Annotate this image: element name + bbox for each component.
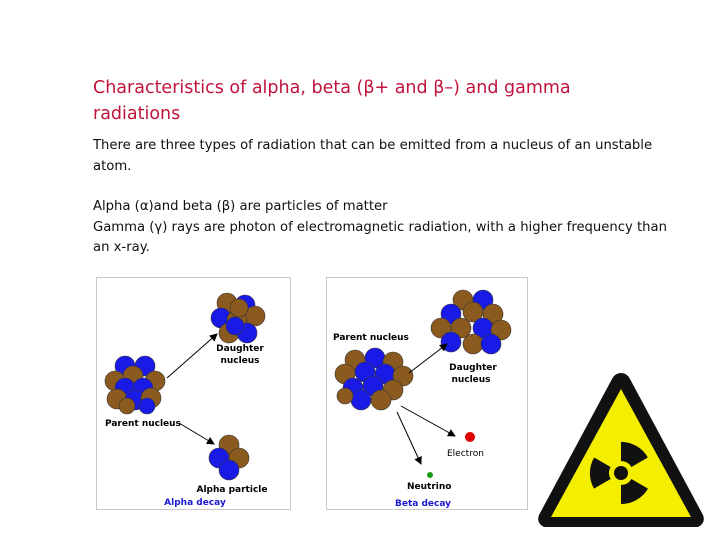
beta-daughter-nucleus (430, 289, 512, 355)
electron-label: Electron (447, 449, 484, 459)
alpha-beta-line: Alpha (α)and beta (β) are particles of m… (93, 199, 388, 214)
beta-daughter-label-line2: nucleus (451, 375, 490, 385)
arrow-to-alpha-particle (178, 422, 215, 445)
parent-nucleus (104, 355, 166, 415)
beta-arrow-to-electron (400, 405, 456, 437)
beta-parent-nucleus (334, 347, 414, 411)
electron-dot (465, 432, 475, 442)
beta-arrow-to-daughter (408, 343, 448, 374)
beta-decay-diagram: Daughter nucleus Parent nucleus (333, 289, 512, 509)
alpha-particle-label: Alpha particle (197, 485, 268, 495)
beta-caption: Beta decay (395, 499, 451, 509)
alpha-particle (208, 434, 250, 481)
arrow-to-daughter (166, 333, 218, 379)
beta-decay-figure: Daughter nucleus Parent nucleus (326, 277, 528, 510)
slide-body: There are three types of radiation that … (93, 136, 683, 259)
radiation-trefoil-icon (533, 365, 709, 543)
beta-arrow-to-neutrino (396, 411, 422, 465)
daughter-label-line2: nucleus (220, 356, 259, 366)
intro-paragraph: There are three types of radiation that … (93, 138, 653, 174)
alpha-caption: Alpha decay (164, 498, 226, 508)
gamma-line: Gamma (γ) rays are photon of electromagn… (93, 219, 667, 256)
daughter-label-line1: Daughter (216, 344, 264, 354)
beta-parent-label: Parent nucleus (333, 333, 409, 343)
neutrino-label: Neutrino (407, 482, 451, 492)
beta-daughter-label-line1: Daughter (449, 363, 497, 373)
parent-label: Parent nucleus (105, 419, 181, 429)
alpha-decay-diagram: Daughter nucleus Parent nucleus (104, 292, 268, 508)
daughter-nucleus (210, 292, 266, 344)
alpha-decay-figure: Daughter nucleus Parent nucleus (96, 277, 291, 510)
neutrino-dot (427, 472, 433, 478)
slide-title: Characteristics of alpha, beta (β+ and β… (93, 78, 571, 124)
